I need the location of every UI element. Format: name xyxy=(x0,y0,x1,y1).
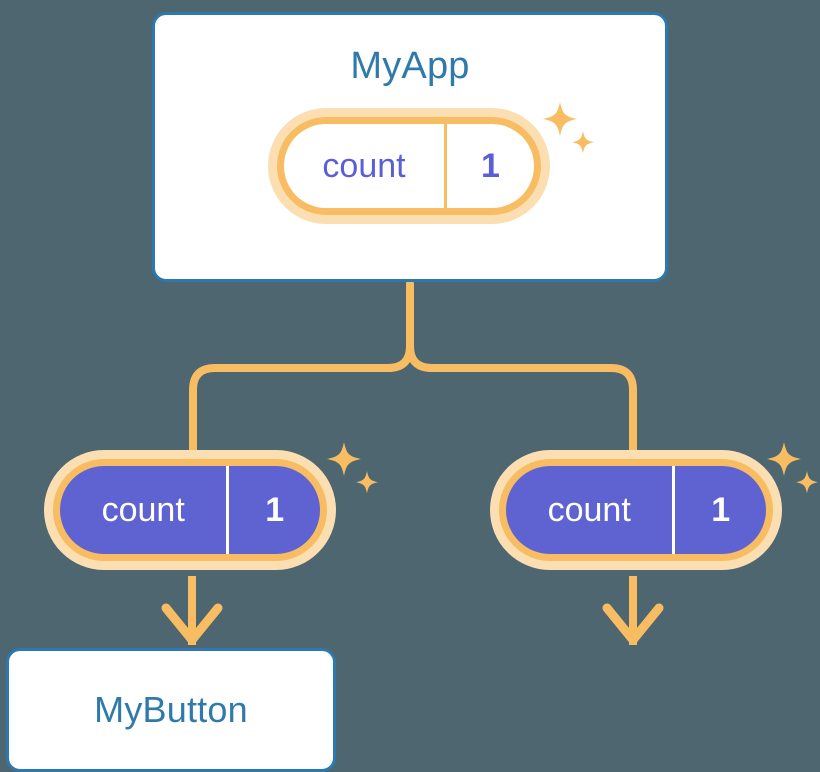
arrow-down-icon-left xyxy=(161,603,223,645)
state-key-label: count xyxy=(547,490,631,529)
page-title: MyApp xyxy=(350,45,470,87)
state-pill-ring: count 1 xyxy=(277,117,541,215)
state-pill-ring: count 1 xyxy=(53,459,327,561)
state-value-label: 1 xyxy=(444,124,534,208)
component-card-mybutton-left[interactable]: MyButton xyxy=(6,648,336,772)
state-key-label: count xyxy=(101,490,185,529)
state-pill-body: count 1 xyxy=(506,466,766,554)
state-pill-myapp[interactable]: count 1 xyxy=(268,108,550,224)
state-pill-mybutton-right[interactable]: count 1 xyxy=(490,450,782,570)
state-key-label: count xyxy=(322,146,406,185)
component-title: MyButton xyxy=(94,689,248,730)
state-pill-body: count 1 xyxy=(284,124,534,208)
state-pill-mybutton-left[interactable]: count 1 xyxy=(44,450,336,570)
state-value-label: 1 xyxy=(672,466,766,554)
state-pill-body: count 1 xyxy=(60,466,320,554)
arrow-down-icon-right xyxy=(602,603,664,645)
state-pill-ring: count 1 xyxy=(499,459,773,561)
edge-myapp-to-branches xyxy=(189,280,637,456)
state-value-label: 1 xyxy=(226,466,320,554)
